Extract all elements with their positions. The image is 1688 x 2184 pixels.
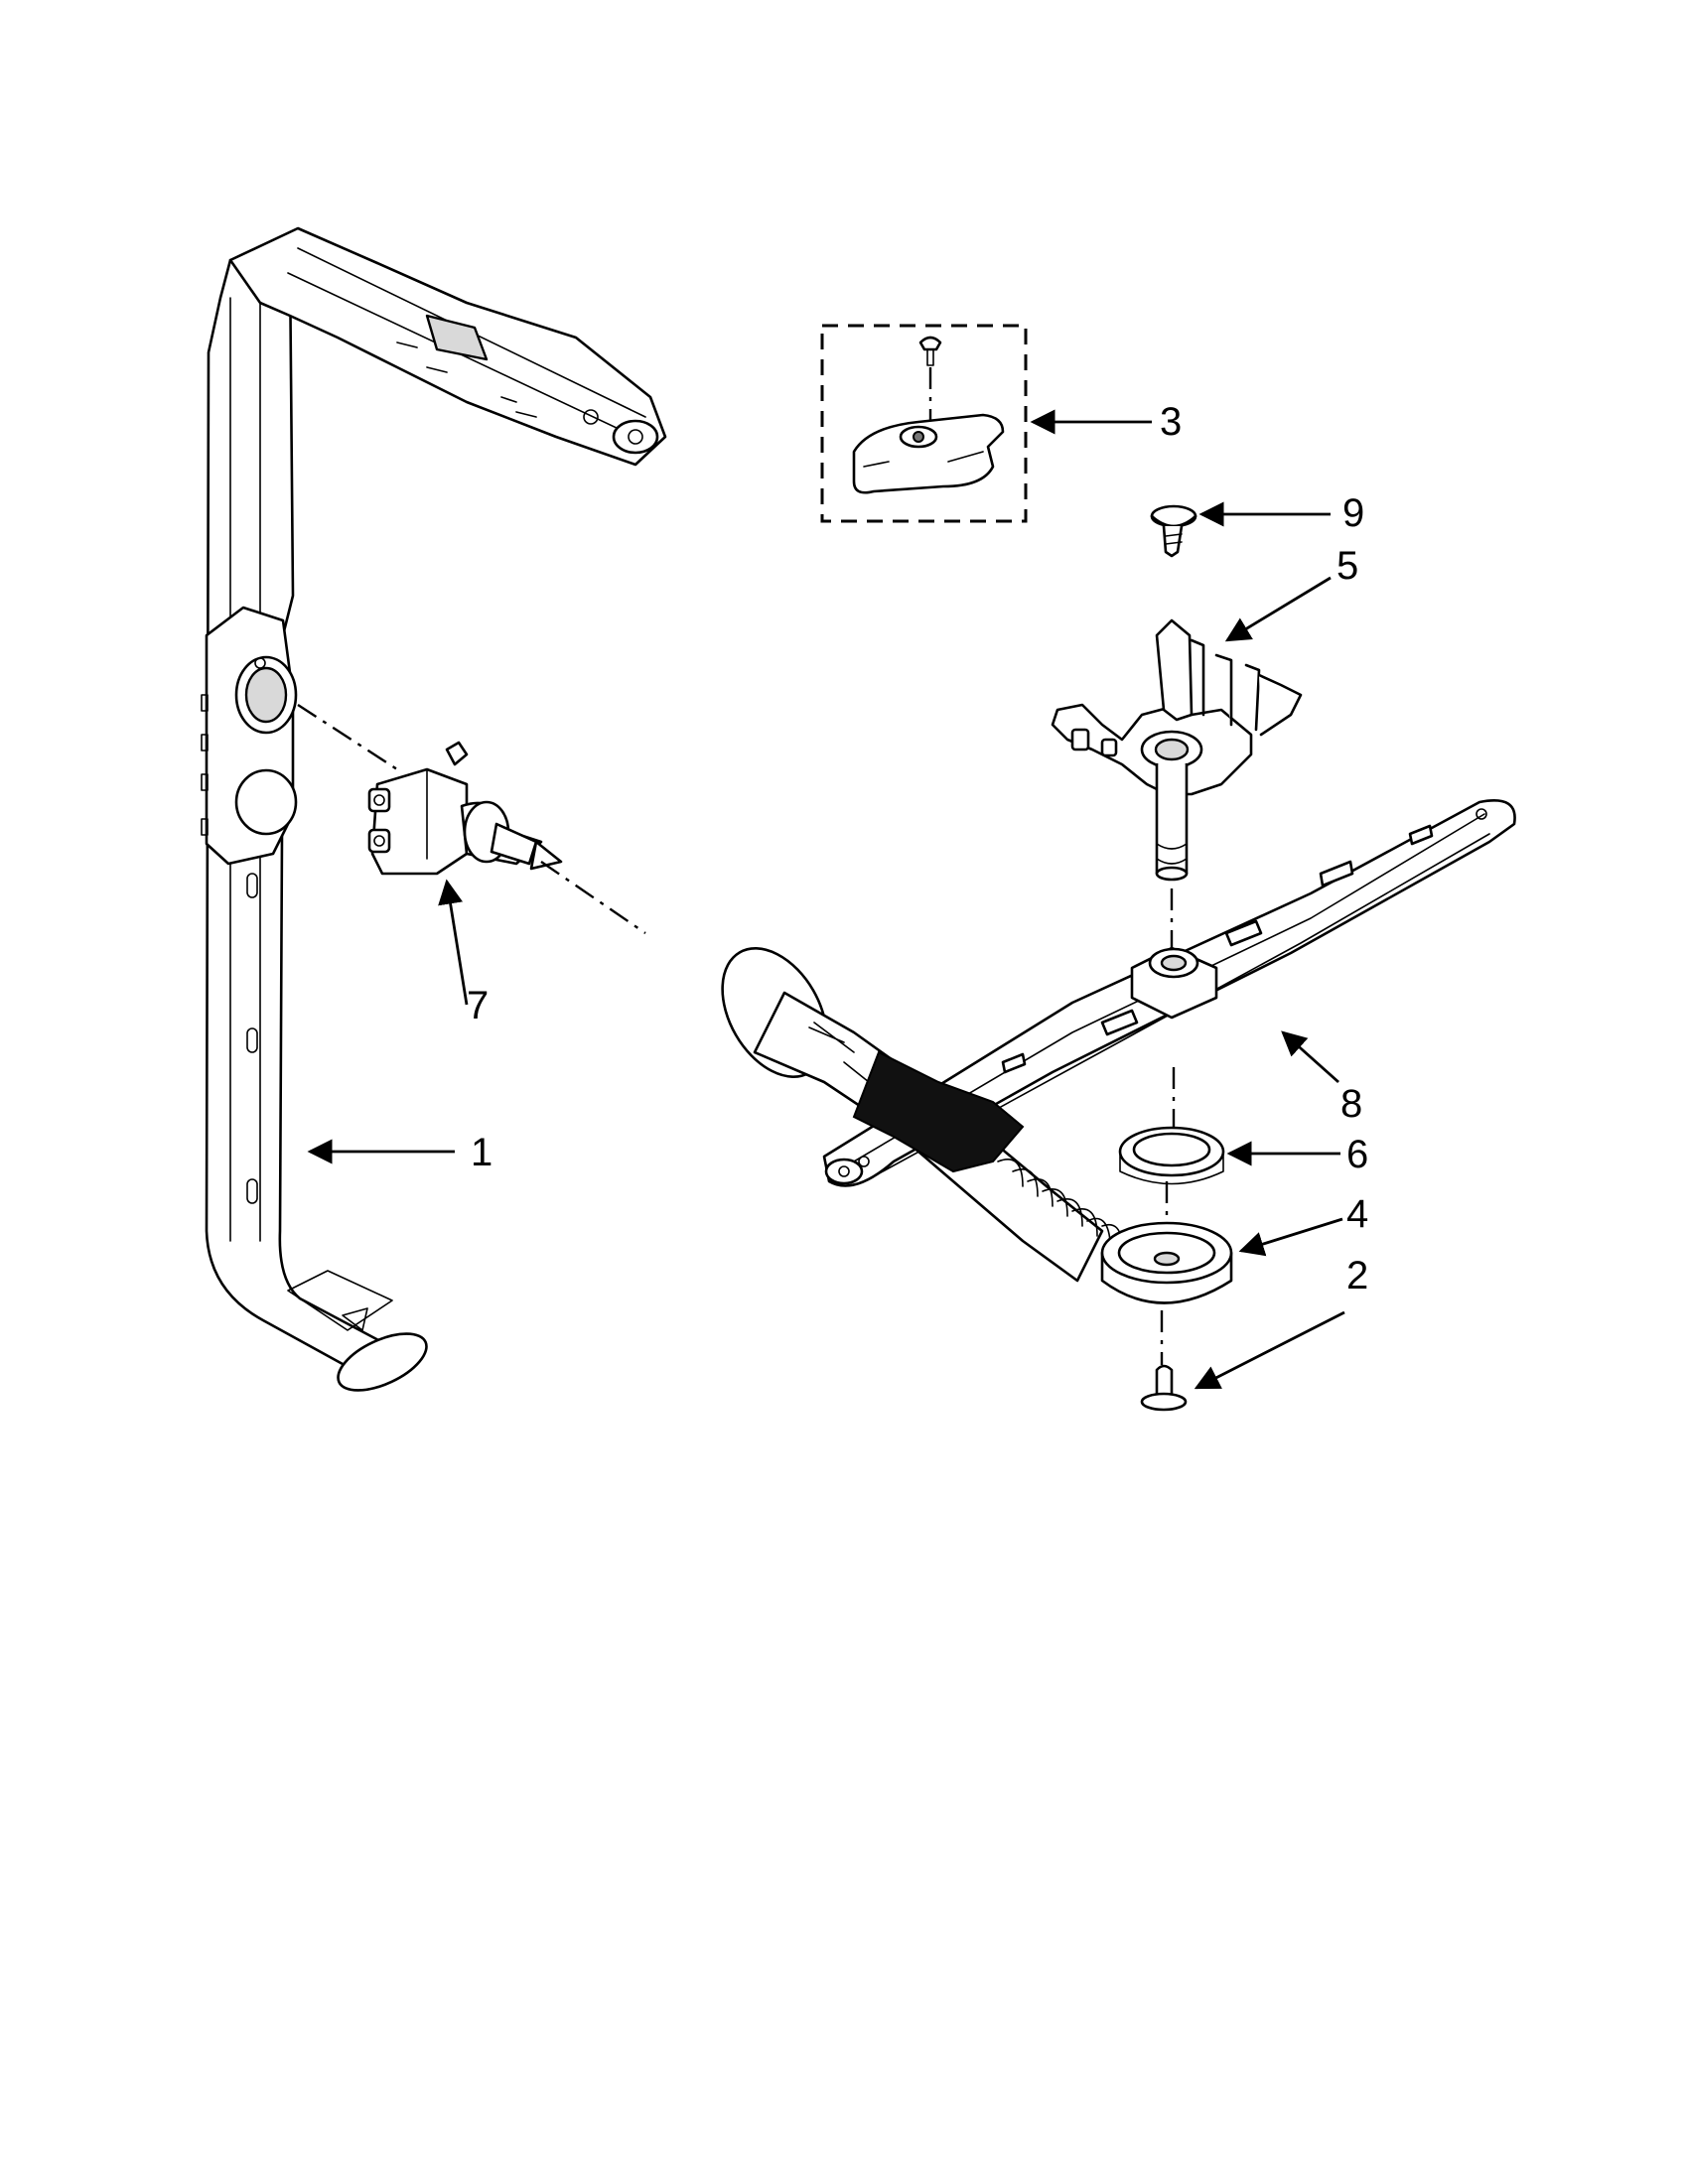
callout-8: 8 (1340, 1082, 1362, 1126)
callout-7: 7 (467, 984, 489, 1027)
bearing-part-4 (1100, 1221, 1233, 1304)
leader-arrow-7 (438, 879, 469, 1006)
callout-3: 3 (1160, 400, 1182, 444)
callout-4: 4 (1346, 1192, 1368, 1236)
leader-arrow-8 (1281, 1030, 1339, 1084)
callout-2: 2 (1346, 1254, 1368, 1297)
screw-part-2 (1140, 1364, 1188, 1412)
supply-tube-part (201, 226, 667, 1392)
callout-9: 9 (1342, 491, 1364, 535)
leader-arrow-5 (1224, 576, 1332, 642)
ring-part-6 (1118, 1126, 1225, 1185)
inset-box-part-3 (820, 324, 1028, 523)
callout-1: 1 (471, 1131, 492, 1174)
valve-centerline-lower (540, 861, 646, 934)
callout-6: 6 (1346, 1133, 1368, 1176)
screw-part-9 (1150, 504, 1197, 558)
diverter-valve-part (367, 741, 563, 876)
spray-arm-mount-part-5 (1051, 618, 1303, 882)
callout-5: 5 (1336, 544, 1358, 588)
valve-centerline-upper (297, 703, 398, 771)
leader-arrow-4 (1238, 1217, 1343, 1257)
leader-arrow-2 (1194, 1310, 1345, 1390)
spray-arm-part-8 (721, 799, 1516, 1283)
